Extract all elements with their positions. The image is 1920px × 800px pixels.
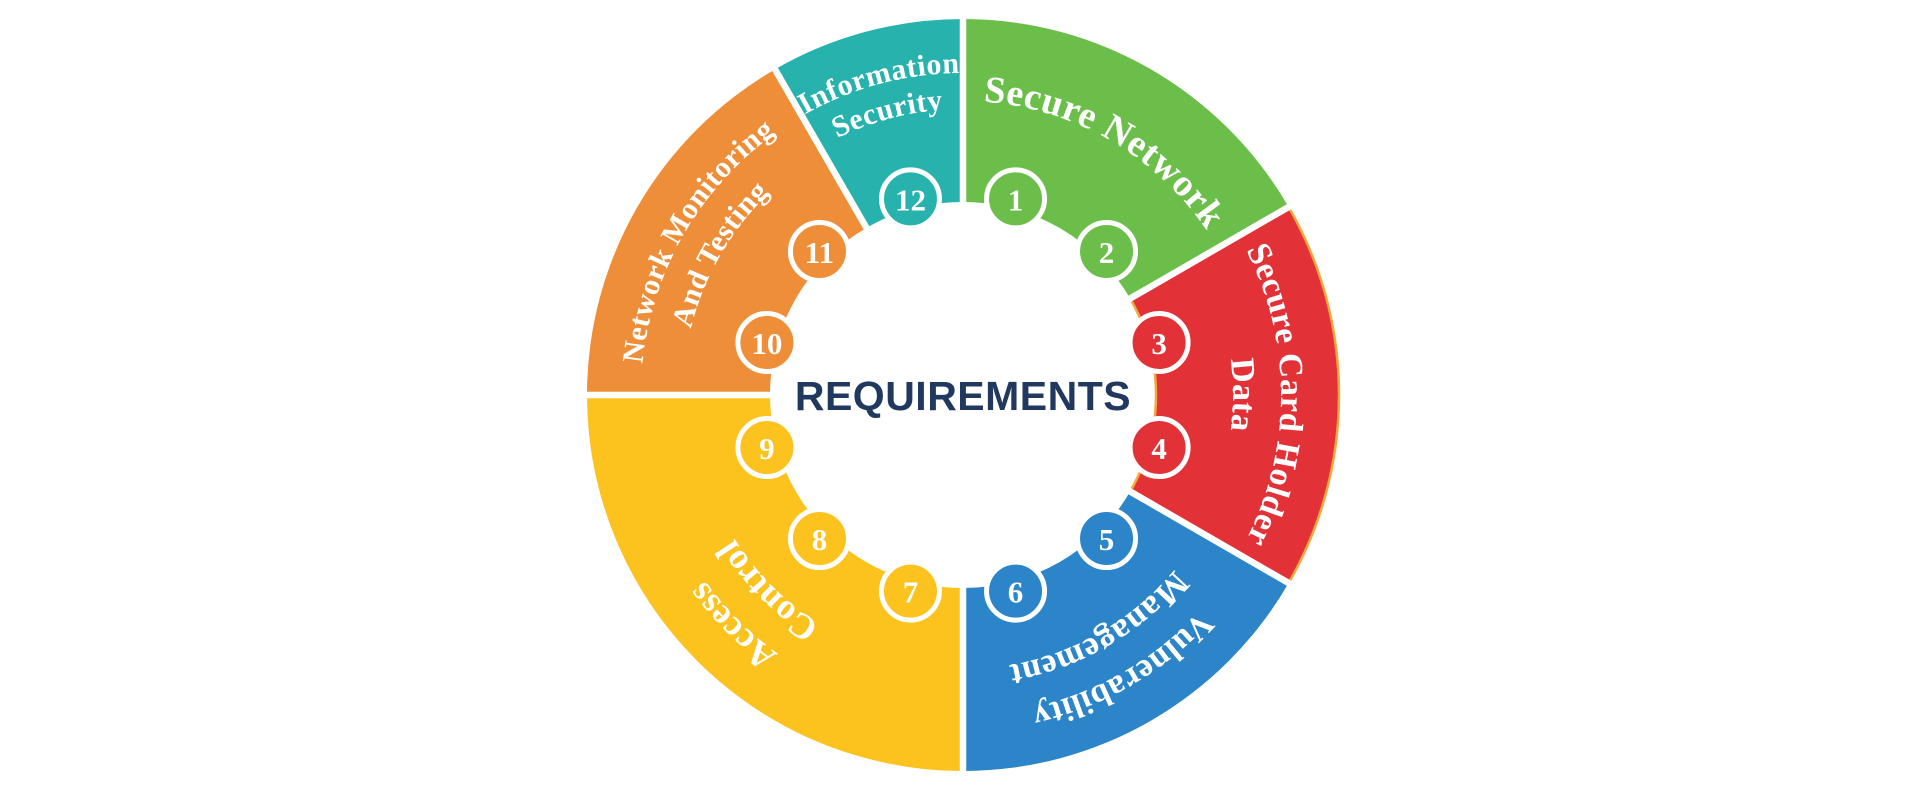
number-badge-circle-1: [984, 167, 1048, 231]
divider-line: [770, 65, 871, 233]
divider-line: [1125, 202, 1293, 303]
number-badge-circle-5: [1075, 507, 1139, 571]
divider-line: [1125, 487, 1293, 588]
number-badge-label-6: 6: [1008, 575, 1024, 610]
number-badge-label-8: 8: [812, 522, 828, 557]
segment-access-control: [587, 395, 963, 771]
number-badge-label-10: 10: [751, 326, 782, 361]
number-badge-circle-8: [787, 507, 851, 571]
number-badge-label-2: 2: [1099, 235, 1115, 270]
number-badge-circle-11: [787, 219, 851, 283]
number-badge-circle-10: [735, 310, 799, 374]
number-badge-circle-7: [878, 559, 942, 623]
number-badge-label-12: 12: [895, 182, 926, 217]
segment-label-secure-card-holder-data-line-2: Data: [1223, 357, 1262, 434]
number-badge-label-5: 5: [1099, 522, 1115, 557]
number-badge-circle-6: [984, 559, 1048, 623]
segment-secure-card-holder-data: [1128, 205, 1341, 585]
number-badge-label-9: 9: [759, 431, 775, 466]
segment-network-monitoring-and-testing: [587, 69, 867, 395]
segment-vulnerability-management: [963, 491, 1289, 771]
number-badge-label-11: 11: [805, 235, 834, 270]
center-title: REQUIREMENTS: [795, 373, 1131, 419]
number-badge-circle-12: [878, 167, 942, 231]
number-badge-circle-2: [1075, 219, 1139, 283]
segment-secure-network: [963, 19, 1289, 299]
number-badge-circle-4: [1127, 416, 1191, 480]
number-badge-label-1: 1: [1008, 182, 1024, 217]
segment-dividers: [584, 16, 1293, 774]
number-badge-label-3: 3: [1151, 326, 1167, 361]
number-badge-circle-9: [735, 416, 799, 480]
number-badge-circle-3: [1127, 310, 1191, 374]
number-badge-label-7: 7: [903, 575, 919, 610]
number-badge-label-4: 4: [1151, 431, 1167, 466]
